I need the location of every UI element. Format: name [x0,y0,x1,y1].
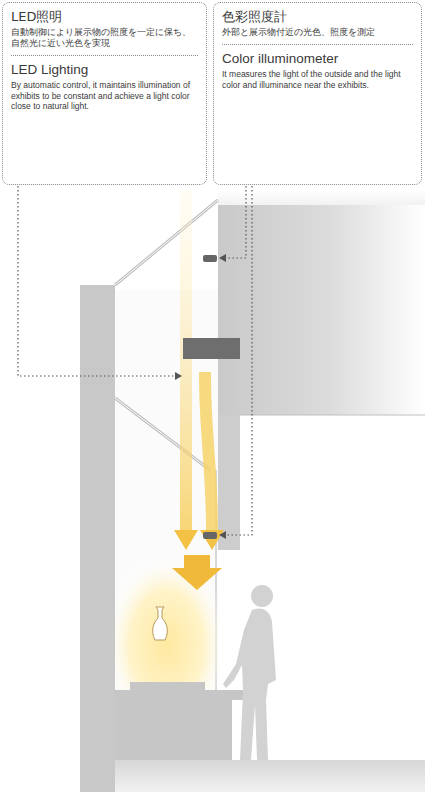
skylight-glass [115,200,218,285]
led-beam [199,372,218,530]
leader-arrowhead [175,372,182,380]
outer-wall [80,285,115,792]
ceiling-line [240,415,425,416]
leader-lines [18,186,252,535]
diffuser-glass [115,398,210,470]
room-wall [218,415,240,550]
sunlight-beam [180,190,192,530]
callout-heading: LED Lighting [11,62,198,78]
callout-heading: Color illuminometer [222,51,413,67]
combined-light-arrow [172,555,222,590]
leader-arrowhead [219,254,226,262]
diffuser-glass [115,398,210,470]
callout-body: It measures the light of the outside and… [222,69,413,90]
visitor-body [223,609,276,761]
floor [115,760,425,792]
upper-wall [218,205,425,415]
callout-heading: LED照明 [11,9,198,25]
callout-box: 色彩照度計外部と展示物付近の光色、照度を測定 Color illuminomete… [213,2,422,185]
leader-arrowhead [219,531,226,539]
callout-box: LED照明自動制御により展示物の照度を一定に保ち、自然光に近い光色を実現 LED … [2,2,207,185]
leader-line [226,186,252,535]
callout-heading: 色彩照度計 [222,9,413,25]
callout-body: By automatic control, it maintains illum… [11,80,198,112]
visitor-figure [223,585,276,760]
skylight-glass [115,200,218,285]
illuminometer-sensor [203,255,217,262]
leader-line [226,186,246,258]
led-fixture [183,338,240,359]
callout-body: 自動制御により展示物の照度を一定に保ち、自然光に近い光色を実現 [11,27,198,56]
visitor-head [251,585,273,607]
illuminometer-sensor [203,532,217,539]
gallery-room [240,415,425,760]
callout-body: 外部と展示物付近の光色、照度を測定 [222,27,413,45]
leader-line [18,186,176,376]
vase-exhibit [153,607,168,640]
led-arrow [200,530,224,550]
sunlight-arrow [174,530,198,550]
display-plinth [115,682,250,760]
